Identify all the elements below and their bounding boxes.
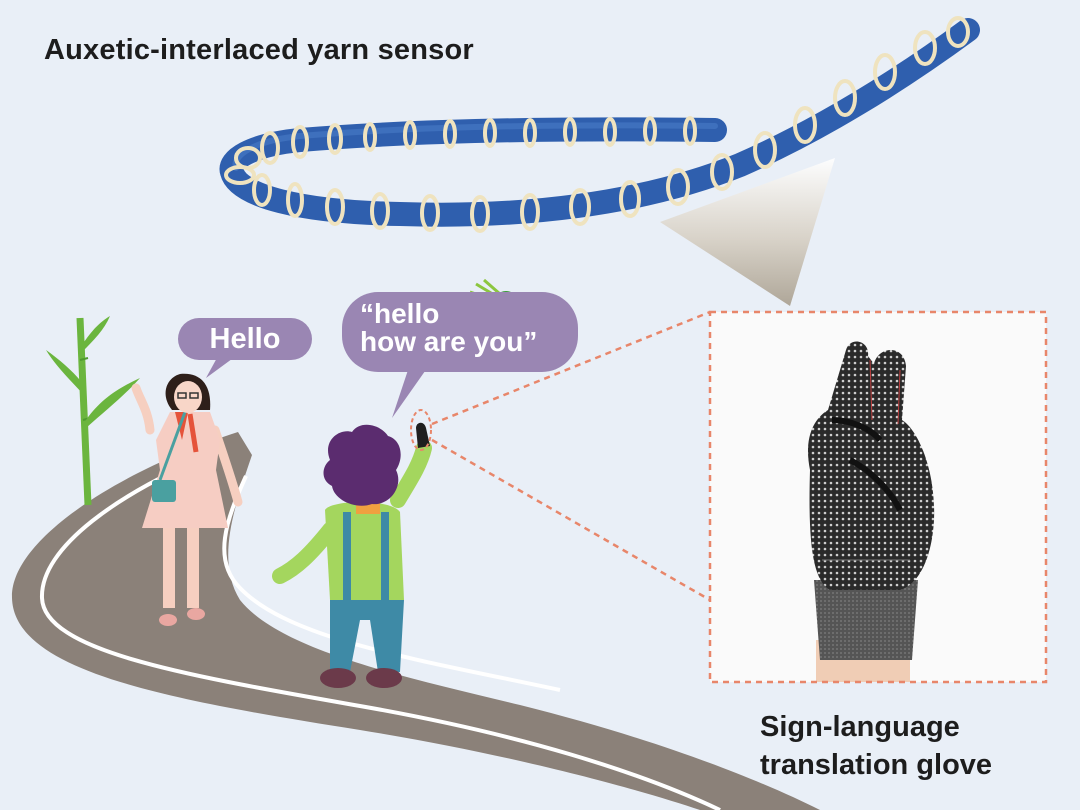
- yarn-core: [219, 18, 980, 227]
- zoom-cone: [660, 158, 835, 306]
- boy-shirt: [325, 502, 404, 600]
- glove-caption: Sign-language translation glove: [760, 708, 992, 784]
- girl-face: [174, 381, 202, 413]
- yarn-sensor: [219, 16, 980, 233]
- connector-line-bottom: [431, 438, 711, 602]
- boy-hair: [323, 424, 401, 506]
- glove-caption-line-2: translation glove: [760, 749, 993, 781]
- road-line-left: [39, 448, 721, 810]
- speech-bubble-hello: Hello: [178, 318, 312, 360]
- boy-figure: [272, 409, 432, 688]
- bubble-tail-left: [206, 356, 236, 378]
- girl-figure: [131, 373, 243, 626]
- glove-caption-line-1: Sign-language: [760, 711, 960, 743]
- speech-line-2: how are you”: [360, 326, 538, 357]
- glove-body: [808, 341, 935, 590]
- bamboo-plant: [46, 316, 140, 506]
- road: [11, 432, 820, 810]
- raised-glove-hand: [416, 422, 430, 448]
- boy-pants: [330, 600, 404, 672]
- road-surface: [11, 432, 820, 810]
- yarn-wrap-coils: [224, 16, 970, 233]
- diagram-title: Auxetic-interlaced yarn sensor: [44, 34, 474, 66]
- hand-highlight-ring: [410, 409, 432, 451]
- speech-bubble-translation: “hello how are you”: [342, 292, 578, 372]
- glove-photo-inset: [708, 310, 1048, 684]
- glove-cuff: [814, 580, 918, 660]
- connector-line-top: [431, 310, 711, 426]
- inset-border: [708, 310, 1048, 684]
- girl-bag: [152, 480, 176, 502]
- speech-line-1: “hello: [360, 298, 440, 329]
- bubble-tail-right: [392, 364, 430, 418]
